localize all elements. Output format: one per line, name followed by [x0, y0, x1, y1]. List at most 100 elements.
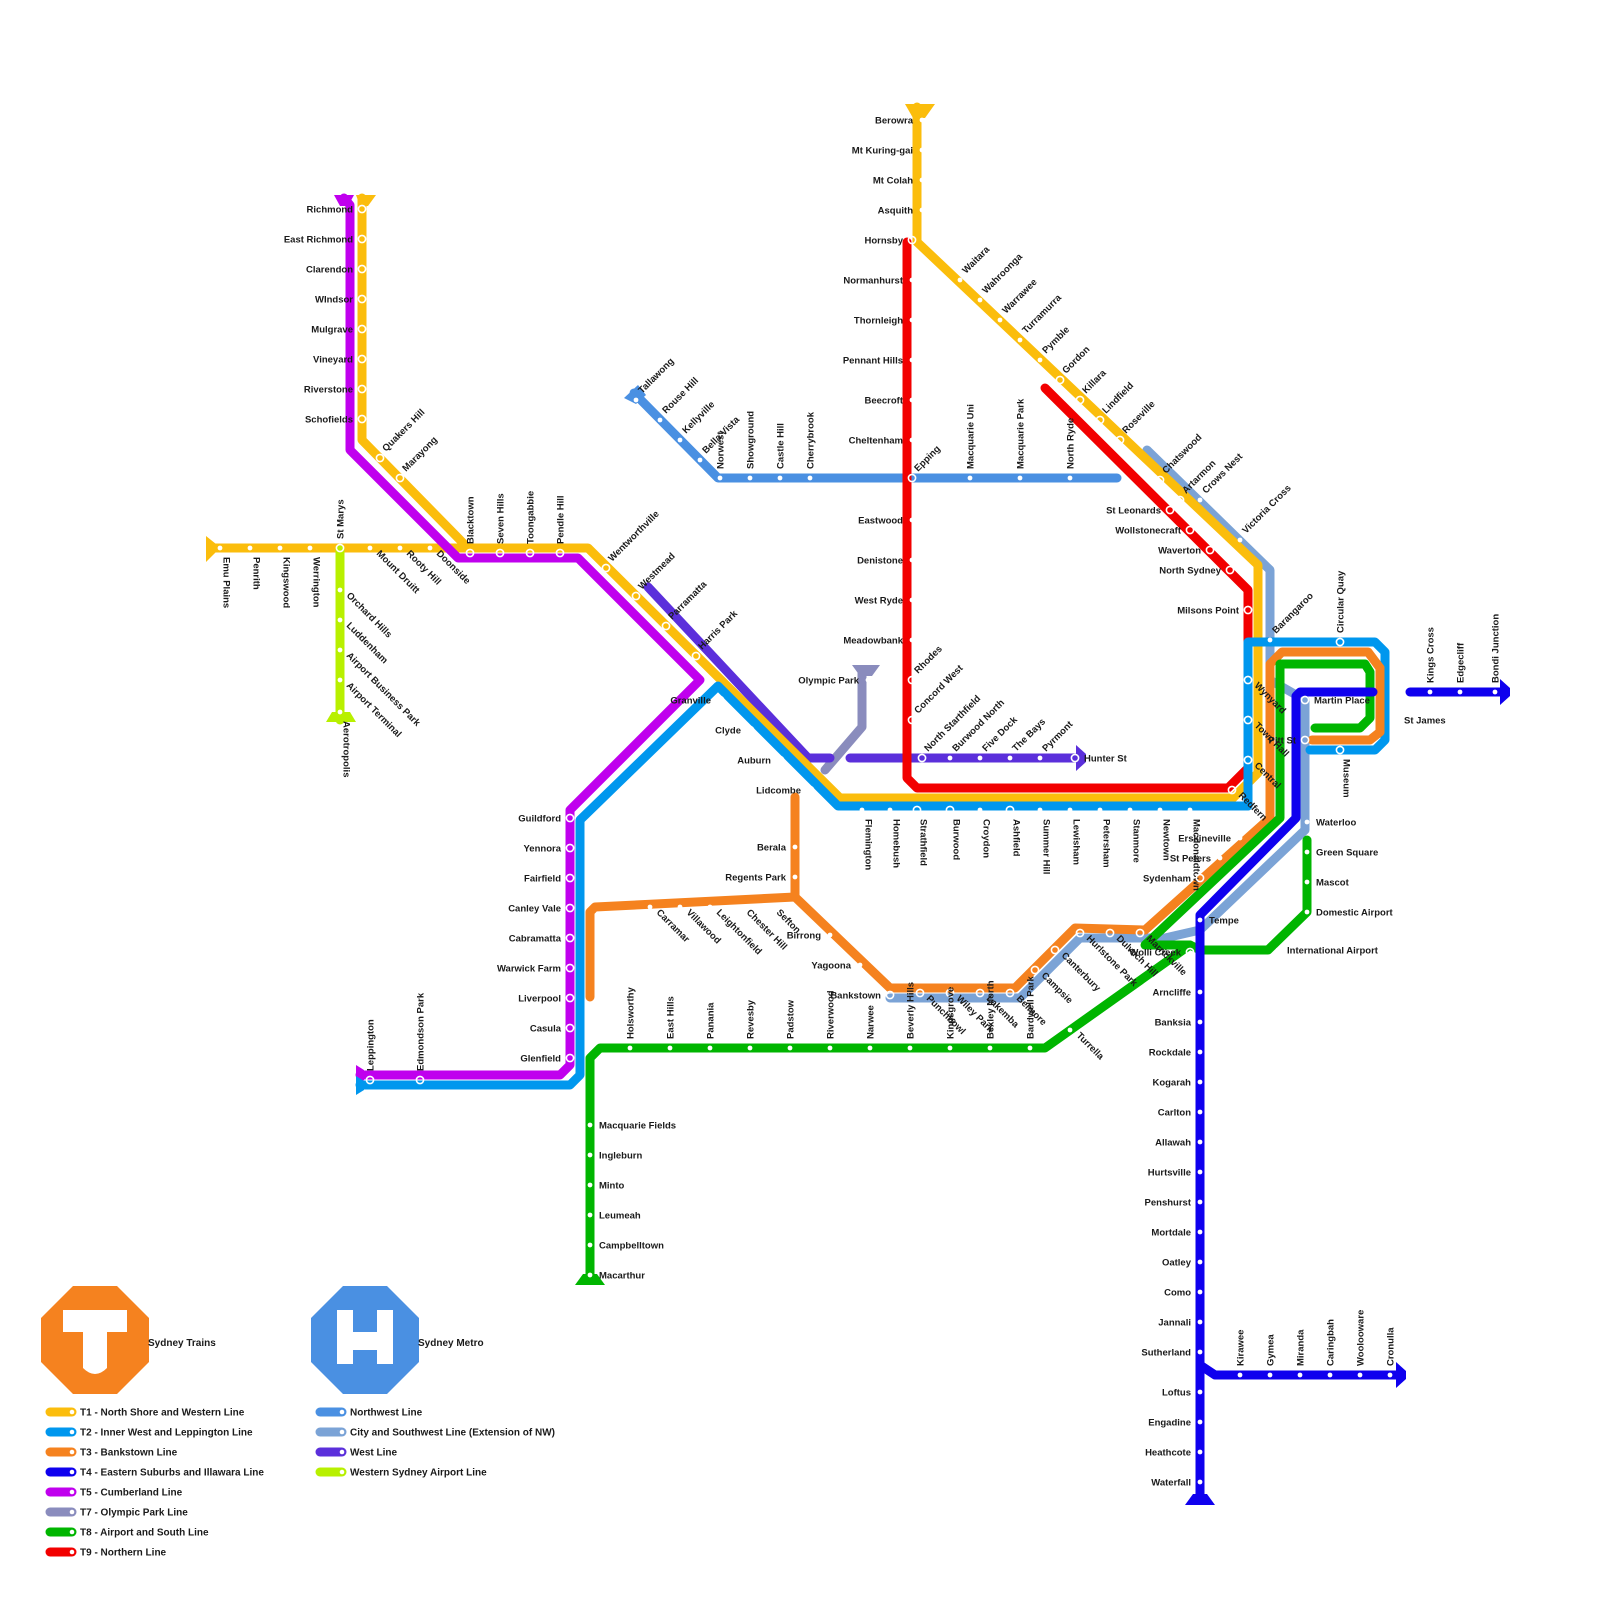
- station-st-james[interactable]: St James: [1391, 716, 1445, 727]
- station-marker[interactable]: [1198, 1480, 1203, 1485]
- station-marker[interactable]: [910, 318, 915, 323]
- station-marker[interactable]: [978, 298, 983, 303]
- station-marker[interactable]: [218, 546, 223, 551]
- station-marker[interactable]: [1238, 836, 1243, 841]
- station-marker[interactable]: [1268, 1373, 1273, 1378]
- station-milsons-point[interactable]: Milsons Point: [1177, 606, 1251, 617]
- station-marker[interactable]: [868, 1046, 873, 1051]
- station-castle-hill[interactable]: Castle Hill: [776, 423, 787, 480]
- station-marker[interactable]: [1176, 496, 1183, 503]
- station-marker[interactable]: [1198, 1140, 1203, 1145]
- station-marker[interactable]: [910, 278, 915, 283]
- station-petersham[interactable]: Petersham: [1098, 808, 1112, 868]
- station-marker[interactable]: [588, 1273, 593, 1278]
- station-macquarie-fields[interactable]: Macquarie Fields: [588, 1121, 676, 1132]
- station-marker[interactable]: [1493, 690, 1498, 695]
- station-riverwood[interactable]: Riverwood: [826, 990, 837, 1050]
- station-liverpool[interactable]: Liverpool: [518, 994, 573, 1005]
- station-marker[interactable]: [888, 808, 893, 813]
- station-revesby[interactable]: Revesby: [746, 999, 757, 1050]
- station-marker[interactable]: [1268, 638, 1273, 643]
- station-marker[interactable]: [308, 546, 313, 551]
- station-marker[interactable]: [588, 1213, 593, 1218]
- station-marker[interactable]: [1391, 716, 1398, 723]
- station-marker[interactable]: [1018, 476, 1023, 481]
- station-marker[interactable]: [338, 618, 343, 623]
- station-marker[interactable]: [338, 710, 343, 715]
- station-woolooware[interactable]: Woolooware: [1356, 1310, 1367, 1378]
- station-marker[interactable]: [428, 546, 433, 551]
- station-marker[interactable]: [1198, 1320, 1203, 1325]
- station-marker[interactable]: [828, 1046, 833, 1051]
- station-marker[interactable]: [793, 845, 798, 850]
- station-waterfall[interactable]: Waterfall: [1151, 1478, 1202, 1489]
- station-marker[interactable]: [588, 1183, 593, 1188]
- station-marker[interactable]: [920, 178, 925, 183]
- station-kings-cross[interactable]: Kings Cross: [1426, 627, 1437, 694]
- station-marker[interactable]: [738, 905, 743, 910]
- station-schofields[interactable]: Schofields: [305, 415, 366, 426]
- station-marker[interactable]: [858, 963, 863, 968]
- station-gordon[interactable]: Gordon: [1056, 344, 1092, 384]
- station-marker[interactable]: [1098, 808, 1103, 813]
- station-marker[interactable]: [1305, 850, 1310, 855]
- station-hurtsville[interactable]: Hurtsville: [1148, 1168, 1203, 1179]
- station-sutherland[interactable]: Sutherland: [1141, 1348, 1202, 1359]
- station-marker[interactable]: [1298, 1373, 1303, 1378]
- station-homebush[interactable]: Homebush: [888, 808, 902, 869]
- station-marker[interactable]: [1068, 808, 1073, 813]
- station-marker[interactable]: [910, 398, 915, 403]
- station-canley-vale[interactable]: Canley Vale: [508, 904, 573, 915]
- station-summer-hill[interactable]: Summer Hill: [1038, 808, 1052, 875]
- station-marker[interactable]: [698, 458, 703, 463]
- station-leumeah[interactable]: Leumeah: [588, 1211, 641, 1222]
- station-strathfield[interactable]: Strathfield: [913, 806, 928, 866]
- station-domestic-airport[interactable]: Domestic Airport: [1305, 908, 1394, 919]
- station-marker[interactable]: [668, 1046, 673, 1051]
- station-marker[interactable]: [988, 1046, 993, 1051]
- station-marker[interactable]: [658, 418, 663, 423]
- station-marker[interactable]: [1198, 498, 1203, 503]
- station-marker[interactable]: [1358, 1373, 1363, 1378]
- station-marker[interactable]: [248, 546, 253, 551]
- station-marker[interactable]: [1128, 808, 1133, 813]
- station-kingsgrove[interactable]: Kingsgrove: [946, 987, 957, 1051]
- station-marker[interactable]: [648, 905, 653, 910]
- station-marker[interactable]: [948, 1046, 953, 1051]
- station-rhodes[interactable]: Rhodes: [908, 644, 944, 684]
- station-marker[interactable]: [1218, 856, 1223, 861]
- station-marker[interactable]: [978, 756, 983, 761]
- station-marker[interactable]: [1158, 808, 1163, 813]
- station-marker[interactable]: [1305, 820, 1310, 825]
- station-marker[interactable]: [1198, 1260, 1203, 1265]
- station-marker[interactable]: [1198, 1390, 1203, 1395]
- station-werrington[interactable]: Werrington: [308, 546, 322, 608]
- station-marker[interactable]: [776, 756, 783, 763]
- station-flemington[interactable]: Flemington: [860, 808, 874, 871]
- station-marker[interactable]: [920, 118, 925, 123]
- station-marker[interactable]: [1305, 880, 1310, 885]
- station-marker[interactable]: [1198, 1450, 1203, 1455]
- station-lidcombe[interactable]: Lidcombe: [756, 786, 813, 797]
- station-marker[interactable]: [1198, 1230, 1203, 1235]
- station-marker[interactable]: [998, 318, 1003, 323]
- station-emu-plains[interactable]: Emu Plains: [218, 546, 232, 609]
- station-green-square[interactable]: Green Square: [1305, 848, 1379, 859]
- station-marker[interactable]: [1008, 756, 1013, 761]
- station-marker[interactable]: [708, 1046, 713, 1051]
- station-marker[interactable]: [1198, 1080, 1203, 1085]
- station-marker[interactable]: [1038, 756, 1043, 761]
- station-marker[interactable]: [1038, 358, 1043, 363]
- station-marker[interactable]: [1198, 990, 1203, 995]
- station-ashfield[interactable]: Ashfield: [1006, 806, 1021, 856]
- station-marker[interactable]: [828, 933, 833, 938]
- station-guildford[interactable]: Guildford: [518, 814, 573, 825]
- station-regents-park[interactable]: Regents Park: [725, 873, 797, 884]
- station-marker[interactable]: [1305, 910, 1310, 915]
- station-marker[interactable]: [910, 518, 915, 523]
- station-marker[interactable]: [708, 905, 713, 910]
- station-padstow[interactable]: Padstow: [786, 999, 797, 1050]
- station-kellyville[interactable]: Kellyville: [678, 399, 718, 442]
- station-marker[interactable]: [978, 808, 983, 813]
- station-richmond[interactable]: Richmond: [307, 205, 366, 216]
